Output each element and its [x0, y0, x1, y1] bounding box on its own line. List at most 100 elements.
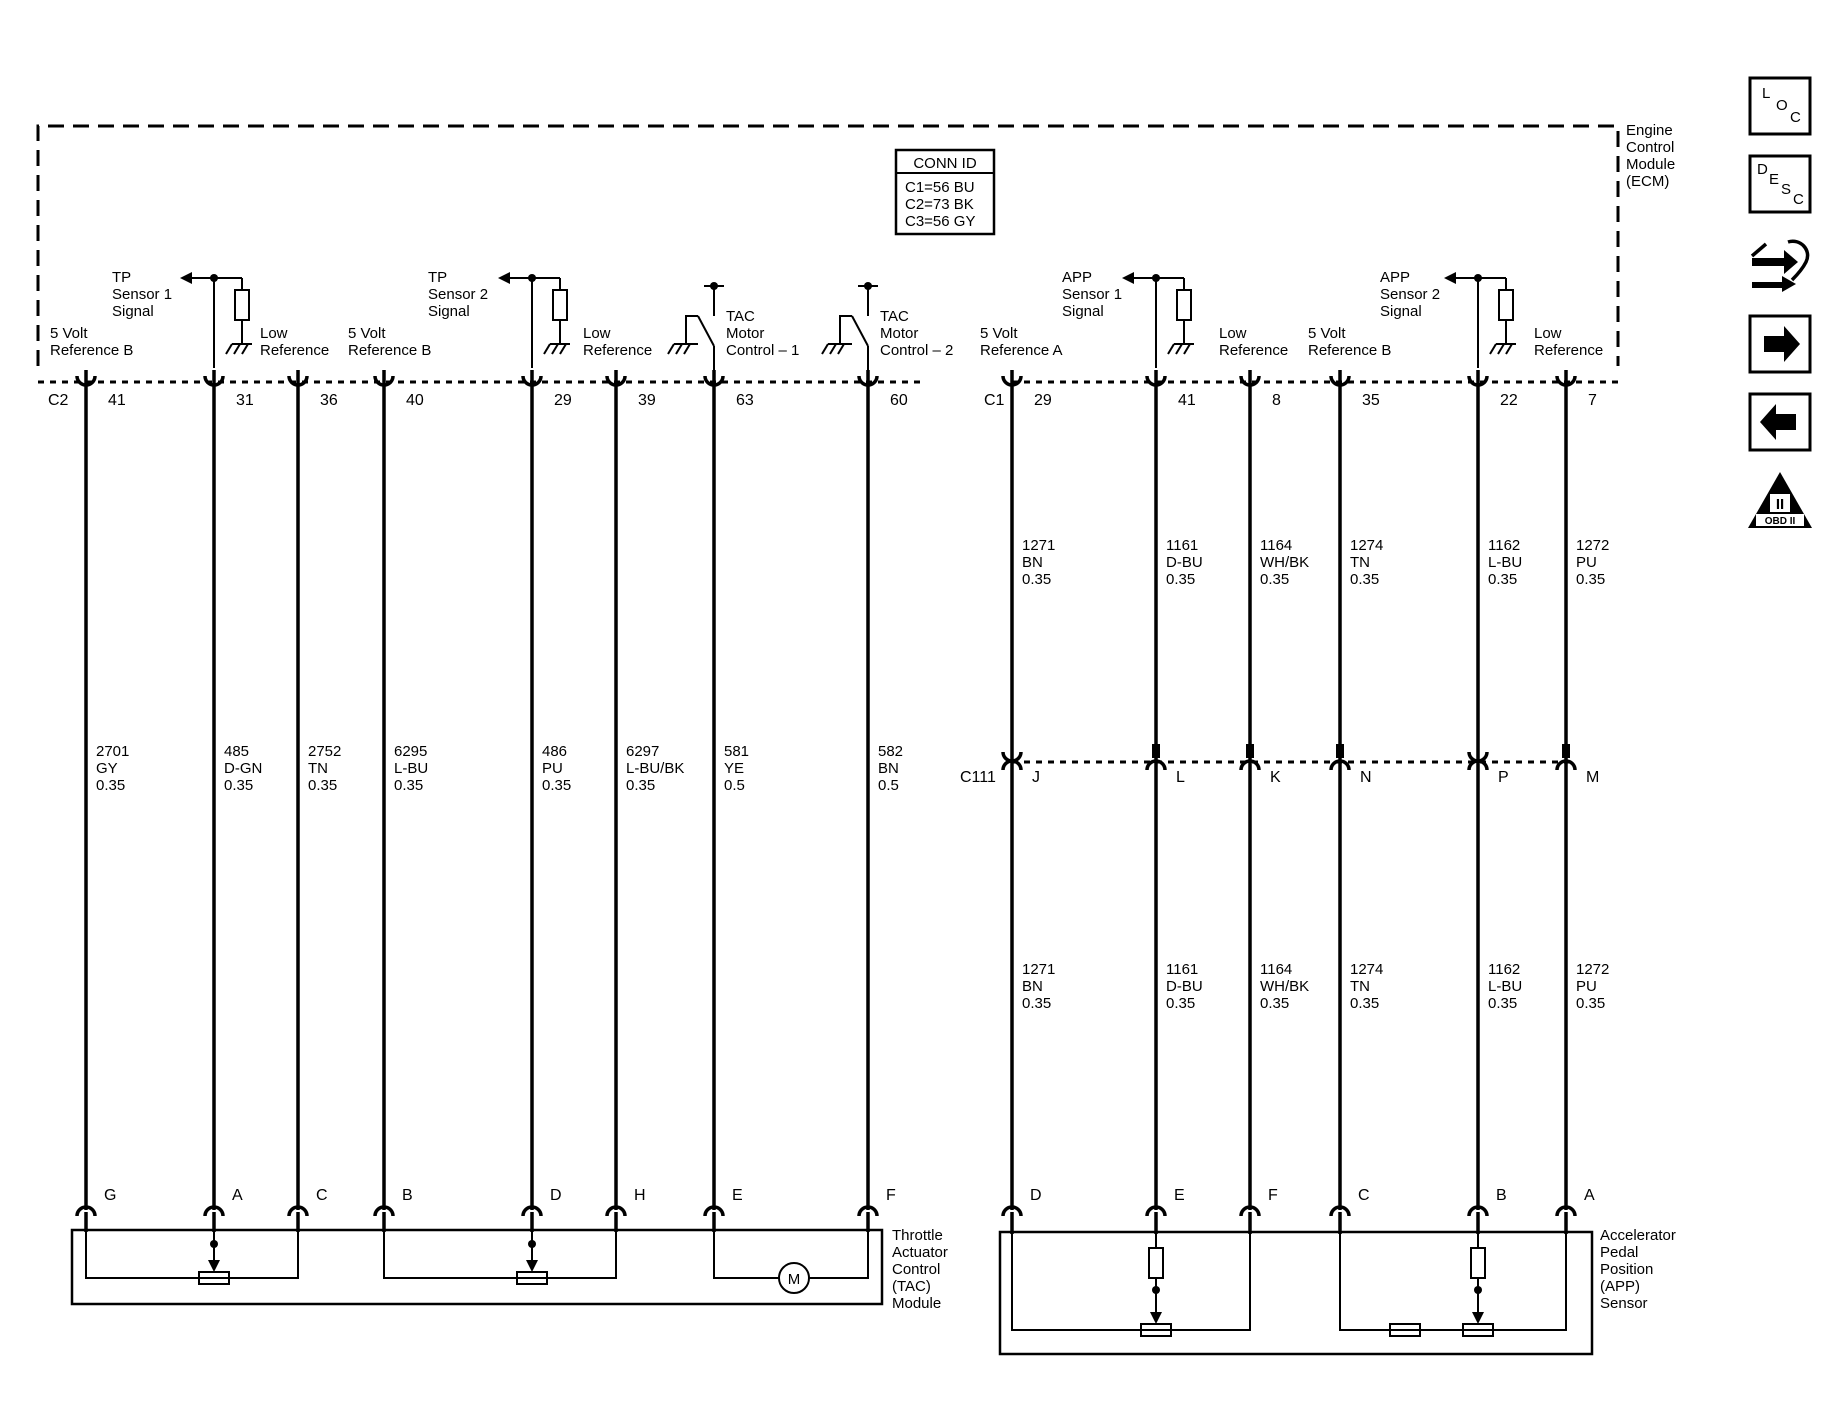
wire-label: 0.35	[1488, 571, 1517, 588]
c111-terminal	[1467, 759, 1489, 771]
svg-text:L: L	[1762, 85, 1770, 102]
c111-pin-letter: L	[1176, 769, 1185, 786]
app-terminal	[1555, 1205, 1577, 1217]
wire-label: GY	[96, 760, 118, 777]
wire-label: 0.35	[626, 777, 655, 794]
svg-text:APP: APP	[1062, 269, 1092, 286]
wire-label: 0.35	[1488, 995, 1517, 1012]
c111-pin-letter: N	[1360, 769, 1372, 786]
ecm-label: Engine Control Module (ECM)	[1626, 122, 1675, 190]
tac-circuits: 412701GY0.35G31485D-GN0.35A362752TN0.35C…	[75, 370, 908, 1232]
wire-label: 0.35	[1260, 571, 1289, 588]
svg-text:Actuator: Actuator	[892, 1244, 948, 1261]
c111-pin-letter: M	[1586, 769, 1599, 786]
tac-terminal	[373, 1205, 395, 1217]
svg-text:C2=73 BK: C2=73 BK	[905, 196, 974, 213]
wire-label: 0.35	[308, 777, 337, 794]
svg-text:Control: Control	[892, 1261, 940, 1278]
wire-label: 0.35	[1576, 995, 1605, 1012]
svg-text:CONN ID: CONN ID	[913, 155, 977, 172]
wire-label: WH/BK	[1260, 978, 1309, 995]
svg-text:D: D	[1757, 161, 1768, 178]
ecm-pin-number: 31	[236, 392, 254, 409]
connector-tool-icon[interactable]	[1748, 236, 1812, 294]
wire-label: L-BU	[1488, 978, 1522, 995]
ecm-pin-labels: TP Sensor 1 Signal 5 Volt Reference B Lo…	[50, 269, 1603, 359]
wire-label: BN	[1022, 554, 1043, 571]
app-pin-letter: B	[1496, 1187, 1507, 1204]
svg-text:(APP): (APP)	[1600, 1278, 1640, 1295]
wire-label: L-BU	[394, 760, 428, 777]
svg-text:C: C	[1790, 109, 1801, 126]
c111-pin-letter: J	[1032, 769, 1040, 786]
svg-text:(TAC): (TAC)	[892, 1278, 931, 1295]
wire-label: 1274	[1350, 537, 1383, 554]
svg-text:Low: Low	[1219, 325, 1247, 342]
wire-label: BN	[1022, 978, 1043, 995]
ecm-pin-number: 41	[1178, 392, 1196, 409]
ecm-boundary	[36, 124, 1620, 366]
wire-label: 2752	[308, 743, 341, 760]
loc-button[interactable]: L O C	[1748, 76, 1812, 136]
ecm-pin-number: 29	[554, 392, 572, 409]
wire-label: 0.35	[1350, 571, 1379, 588]
wire-label: 0.35	[224, 777, 253, 794]
svg-text:Low: Low	[260, 325, 288, 342]
wire-label: BN	[878, 760, 899, 777]
wire-label: 1161	[1166, 537, 1198, 554]
app-terminal	[1145, 1205, 1167, 1217]
svg-text:5 Volt: 5 Volt	[50, 325, 88, 342]
wire-label: 0.35	[1350, 995, 1379, 1012]
tac-pin-letter: G	[104, 1187, 116, 1204]
tac-terminal	[75, 1205, 97, 1217]
svg-text:Module: Module	[1626, 156, 1675, 173]
wire-label: 2701	[96, 743, 129, 760]
wire-label: 582	[878, 743, 903, 760]
tac-internal-circuit	[85, 1232, 869, 1285]
svg-text:Module: Module	[892, 1295, 941, 1312]
desc-button[interactable]: D E S C	[1748, 154, 1812, 214]
svg-text:Low: Low	[1534, 325, 1562, 342]
tac-pin-letter: B	[402, 1187, 413, 1204]
conn-id-box: CONN ID C1=56 BU C2=73 BK C3=56 GY	[894, 148, 996, 236]
svg-text:OBD II: OBD II	[1765, 516, 1796, 527]
tac-terminal	[521, 1205, 543, 1217]
wire-label: 0.35	[1022, 571, 1051, 588]
svg-text:Accelerator: Accelerator	[1600, 1227, 1676, 1244]
ecm-pin-number: 60	[890, 392, 908, 409]
app-pin-letter: A	[1584, 1187, 1595, 1204]
tac-terminal	[203, 1205, 225, 1217]
app-terminal	[1329, 1205, 1351, 1217]
tac-module-outline	[70, 1228, 884, 1306]
motor-label: M	[788, 1271, 801, 1288]
tac-pin-letter: C	[316, 1187, 328, 1204]
wire-label: 0.5	[724, 777, 745, 794]
wire-label: 0.35	[1576, 571, 1605, 588]
c111-pin-letter: K	[1270, 769, 1281, 786]
svg-text:Control: Control	[1626, 139, 1674, 156]
svg-text:C3=56 GY: C3=56 GY	[905, 213, 975, 230]
tac-terminal	[857, 1205, 879, 1217]
tac-pin-letter: D	[550, 1187, 562, 1204]
svg-text:Reference B: Reference B	[50, 342, 133, 359]
wire-label: PU	[542, 760, 563, 777]
ecm-pin-number: 36	[320, 392, 338, 409]
tac-motor-drivers	[667, 282, 878, 378]
wire-label: 0.35	[542, 777, 571, 794]
wire-label: 1164	[1260, 961, 1292, 978]
svg-text:Sensor 2: Sensor 2	[1380, 286, 1440, 303]
wire-label: 1272	[1576, 537, 1609, 554]
wire-label: 1161	[1166, 961, 1198, 978]
wire-label: 0.35	[394, 777, 423, 794]
wire-label: 485	[224, 743, 249, 760]
wire-label: 1274	[1350, 961, 1383, 978]
previous-button[interactable]	[1748, 392, 1812, 452]
svg-text:APP: APP	[1380, 269, 1410, 286]
svg-text:Control – 2: Control – 2	[880, 342, 953, 359]
next-button[interactable]	[1748, 314, 1812, 374]
tac-terminal	[287, 1205, 309, 1217]
ecm-pin-number: 8	[1272, 392, 1281, 409]
obd-ii-button[interactable]: II OBD II	[1748, 472, 1812, 528]
svg-text:Pedal: Pedal	[1600, 1244, 1638, 1261]
svg-text:Low: Low	[583, 325, 611, 342]
